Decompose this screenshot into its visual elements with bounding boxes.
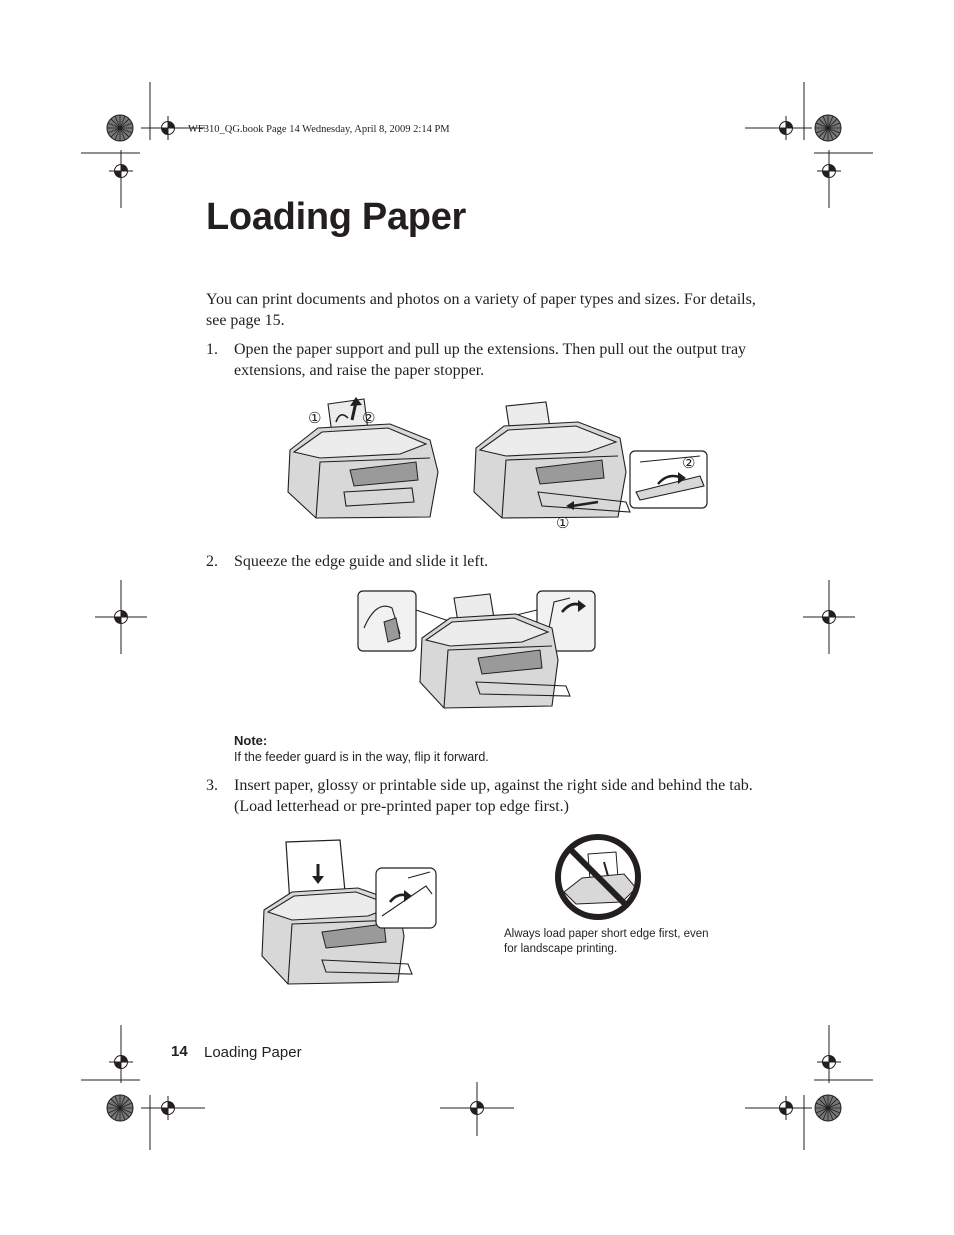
step-number: 1.	[206, 341, 218, 358]
callout-1: ①	[308, 409, 321, 427]
registration-star-bottom-left	[106, 1094, 134, 1122]
intro-paragraph: You can print documents and photos on a …	[206, 291, 756, 329]
note-text: If the feeder guard is in the way, flip …	[234, 750, 489, 764]
footer-section-title: Loading Paper	[204, 1044, 302, 1061]
page-number: 14	[171, 1043, 188, 1060]
callout-2: ②	[362, 409, 375, 427]
step-number: 3.	[206, 777, 218, 794]
callout-1: ①	[556, 514, 569, 532]
callout-2: ②	[682, 454, 695, 472]
step-text: Squeeze the edge guide and slide it left…	[234, 553, 489, 570]
figure-caption: Always load paper short edge first, even…	[504, 928, 709, 955]
printer-illustration	[473, 401, 631, 519]
slug-line: WF310_QG.book Page 14 Wednesday, April 8…	[188, 124, 450, 135]
page-title: Loading Paper	[206, 196, 467, 238]
registration-star-top-right	[814, 114, 842, 142]
printer-illustration	[261, 887, 413, 985]
registration-star-bottom-right	[814, 1094, 842, 1122]
step-text: Insert paper, glossy or printable side u…	[234, 777, 753, 815]
registration-star-top-left	[106, 114, 134, 142]
step-number: 2.	[206, 553, 218, 570]
arrow-down-icon	[312, 876, 324, 884]
note-label: Note:	[234, 733, 268, 748]
figure-insert-paper	[261, 839, 437, 985]
figure-open-paper-support: ① ② ① ②	[287, 397, 708, 532]
no-landscape-loading-icon	[555, 834, 641, 920]
step-text: Open the paper support and pull up the e…	[234, 341, 747, 379]
printer-illustration	[287, 397, 439, 519]
printer-illustration	[419, 593, 571, 709]
figure-slide-edge-guide	[357, 590, 596, 709]
